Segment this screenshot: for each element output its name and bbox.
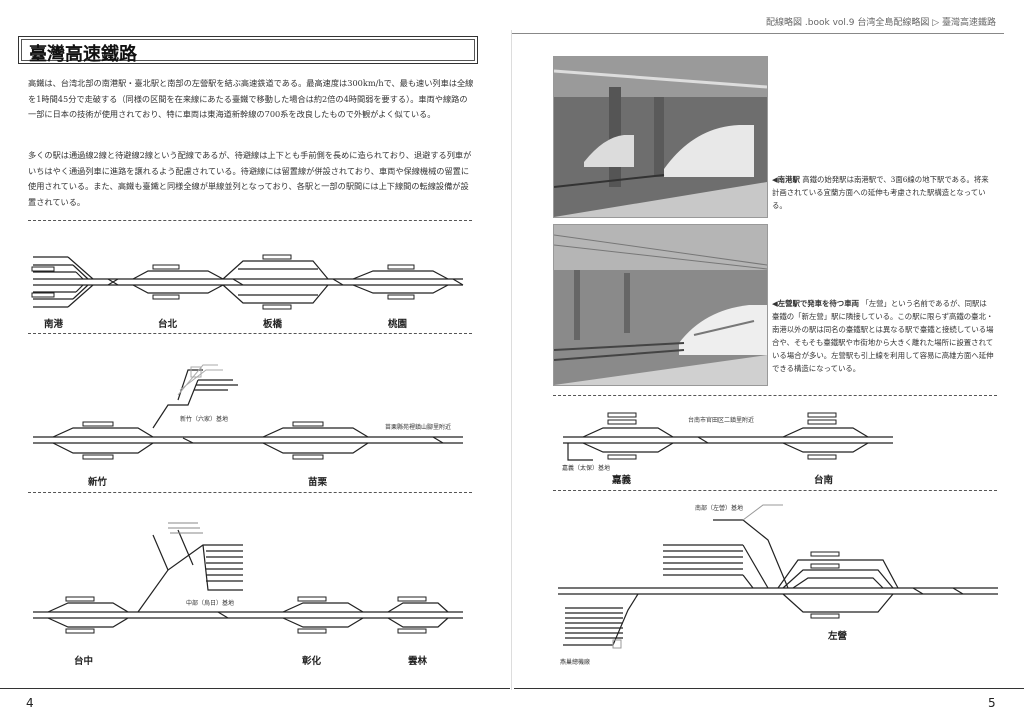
header-rule — [512, 33, 1004, 34]
photo1-caption: ◀南港駅 高鐵の始発駅は南港駅で、3面6線の地下駅である。将来計画されている宜蘭… — [772, 173, 994, 212]
paragraph-1: 高鐵は、台湾北部の南港駅・臺北駅と南部の左營駅を結ぶ高速鉄道である。最高速度は3… — [28, 78, 474, 119]
running-header: 配線略図 .book vol.9 台湾全島配線略図 ▷ 臺灣高速鐵路 — [766, 18, 996, 28]
photo-nangang-station — [553, 56, 768, 218]
separator — [28, 333, 472, 334]
station-label: 雲林 — [408, 656, 428, 667]
station-label: 台北 — [158, 319, 178, 330]
location-note: 台南市官田区二鎮里附近 — [688, 417, 755, 424]
photo-train-platform — [554, 57, 767, 217]
caption-title: ◀南港駅 — [772, 175, 800, 184]
depot-label: 新竹（六家）基地 — [180, 416, 229, 423]
page-title: 臺灣高速鐵路 — [29, 44, 137, 65]
separator — [553, 395, 997, 396]
track-diagram-chiayi-tainan — [563, 412, 893, 461]
station-label: 左營 — [828, 631, 848, 642]
track-diagram-north — [31, 254, 464, 310]
station-label: 桃園 — [388, 319, 408, 330]
station-label: 嘉義 — [612, 475, 632, 486]
left-page: 臺灣高速鐵路 高鐵は、台湾北部の南港駅・臺北駅と南部の左營駅を結ぶ高速鉄道である… — [0, 36, 510, 710]
depot-label: 中部（烏日）基地 — [186, 600, 235, 607]
station-label: 彰化 — [302, 656, 322, 667]
caption-text: 「左營」という名前であるが、同駅は臺鐵の「新左營」駅に隣接している。この駅に限ら… — [772, 299, 994, 373]
track-diagram-zuoying — [558, 504, 998, 649]
track-diagram-central — [33, 522, 463, 634]
title-frame: 臺灣高速鐵路 — [18, 36, 478, 65]
caption-title: ◀左營駅で発車を待つ車両 — [772, 299, 859, 308]
caption-text: 高鐵の始発駅は南港駅で、3面6線の地下駅である。将来計画されている宜蘭方面への延… — [772, 175, 989, 210]
page-number-left: 4 — [26, 696, 34, 710]
depot-label: 嘉義（太保）基地 — [562, 465, 611, 472]
station-label: 板橋 — [263, 319, 283, 330]
station-label: 新竹 — [88, 477, 108, 488]
depot-label: 燕巢總機廠 — [560, 659, 591, 666]
station-label: 台南 — [814, 475, 834, 486]
photo-train-waiting — [554, 225, 767, 385]
footer-rule — [514, 688, 1024, 689]
separator — [28, 492, 472, 493]
separator — [28, 220, 472, 221]
page-number-right: 5 — [988, 696, 996, 710]
station-label: 南港 — [44, 319, 64, 330]
paragraph-2: 多くの駅は通過線2線と待避線2線という配線であるが、待避線は上下とも手前側を長め… — [28, 150, 472, 207]
depot-label: 南部（左營）基地 — [695, 505, 744, 512]
book-spine — [511, 30, 512, 690]
station-label: 台中 — [74, 656, 94, 667]
track-diagram-hsinchu — [33, 364, 463, 460]
footer-rule — [0, 688, 510, 689]
separator — [553, 490, 997, 491]
photo-zuoying-station — [553, 224, 768, 386]
location-note: 苗栗縣苑裡鎮山腳里附近 — [385, 424, 452, 431]
station-label: 苗栗 — [308, 477, 328, 488]
photo2-caption: ◀左營駅で発車を待つ車両 「左營」という名前であるが、同駅は臺鐵の「新左營」駅に… — [772, 297, 994, 375]
